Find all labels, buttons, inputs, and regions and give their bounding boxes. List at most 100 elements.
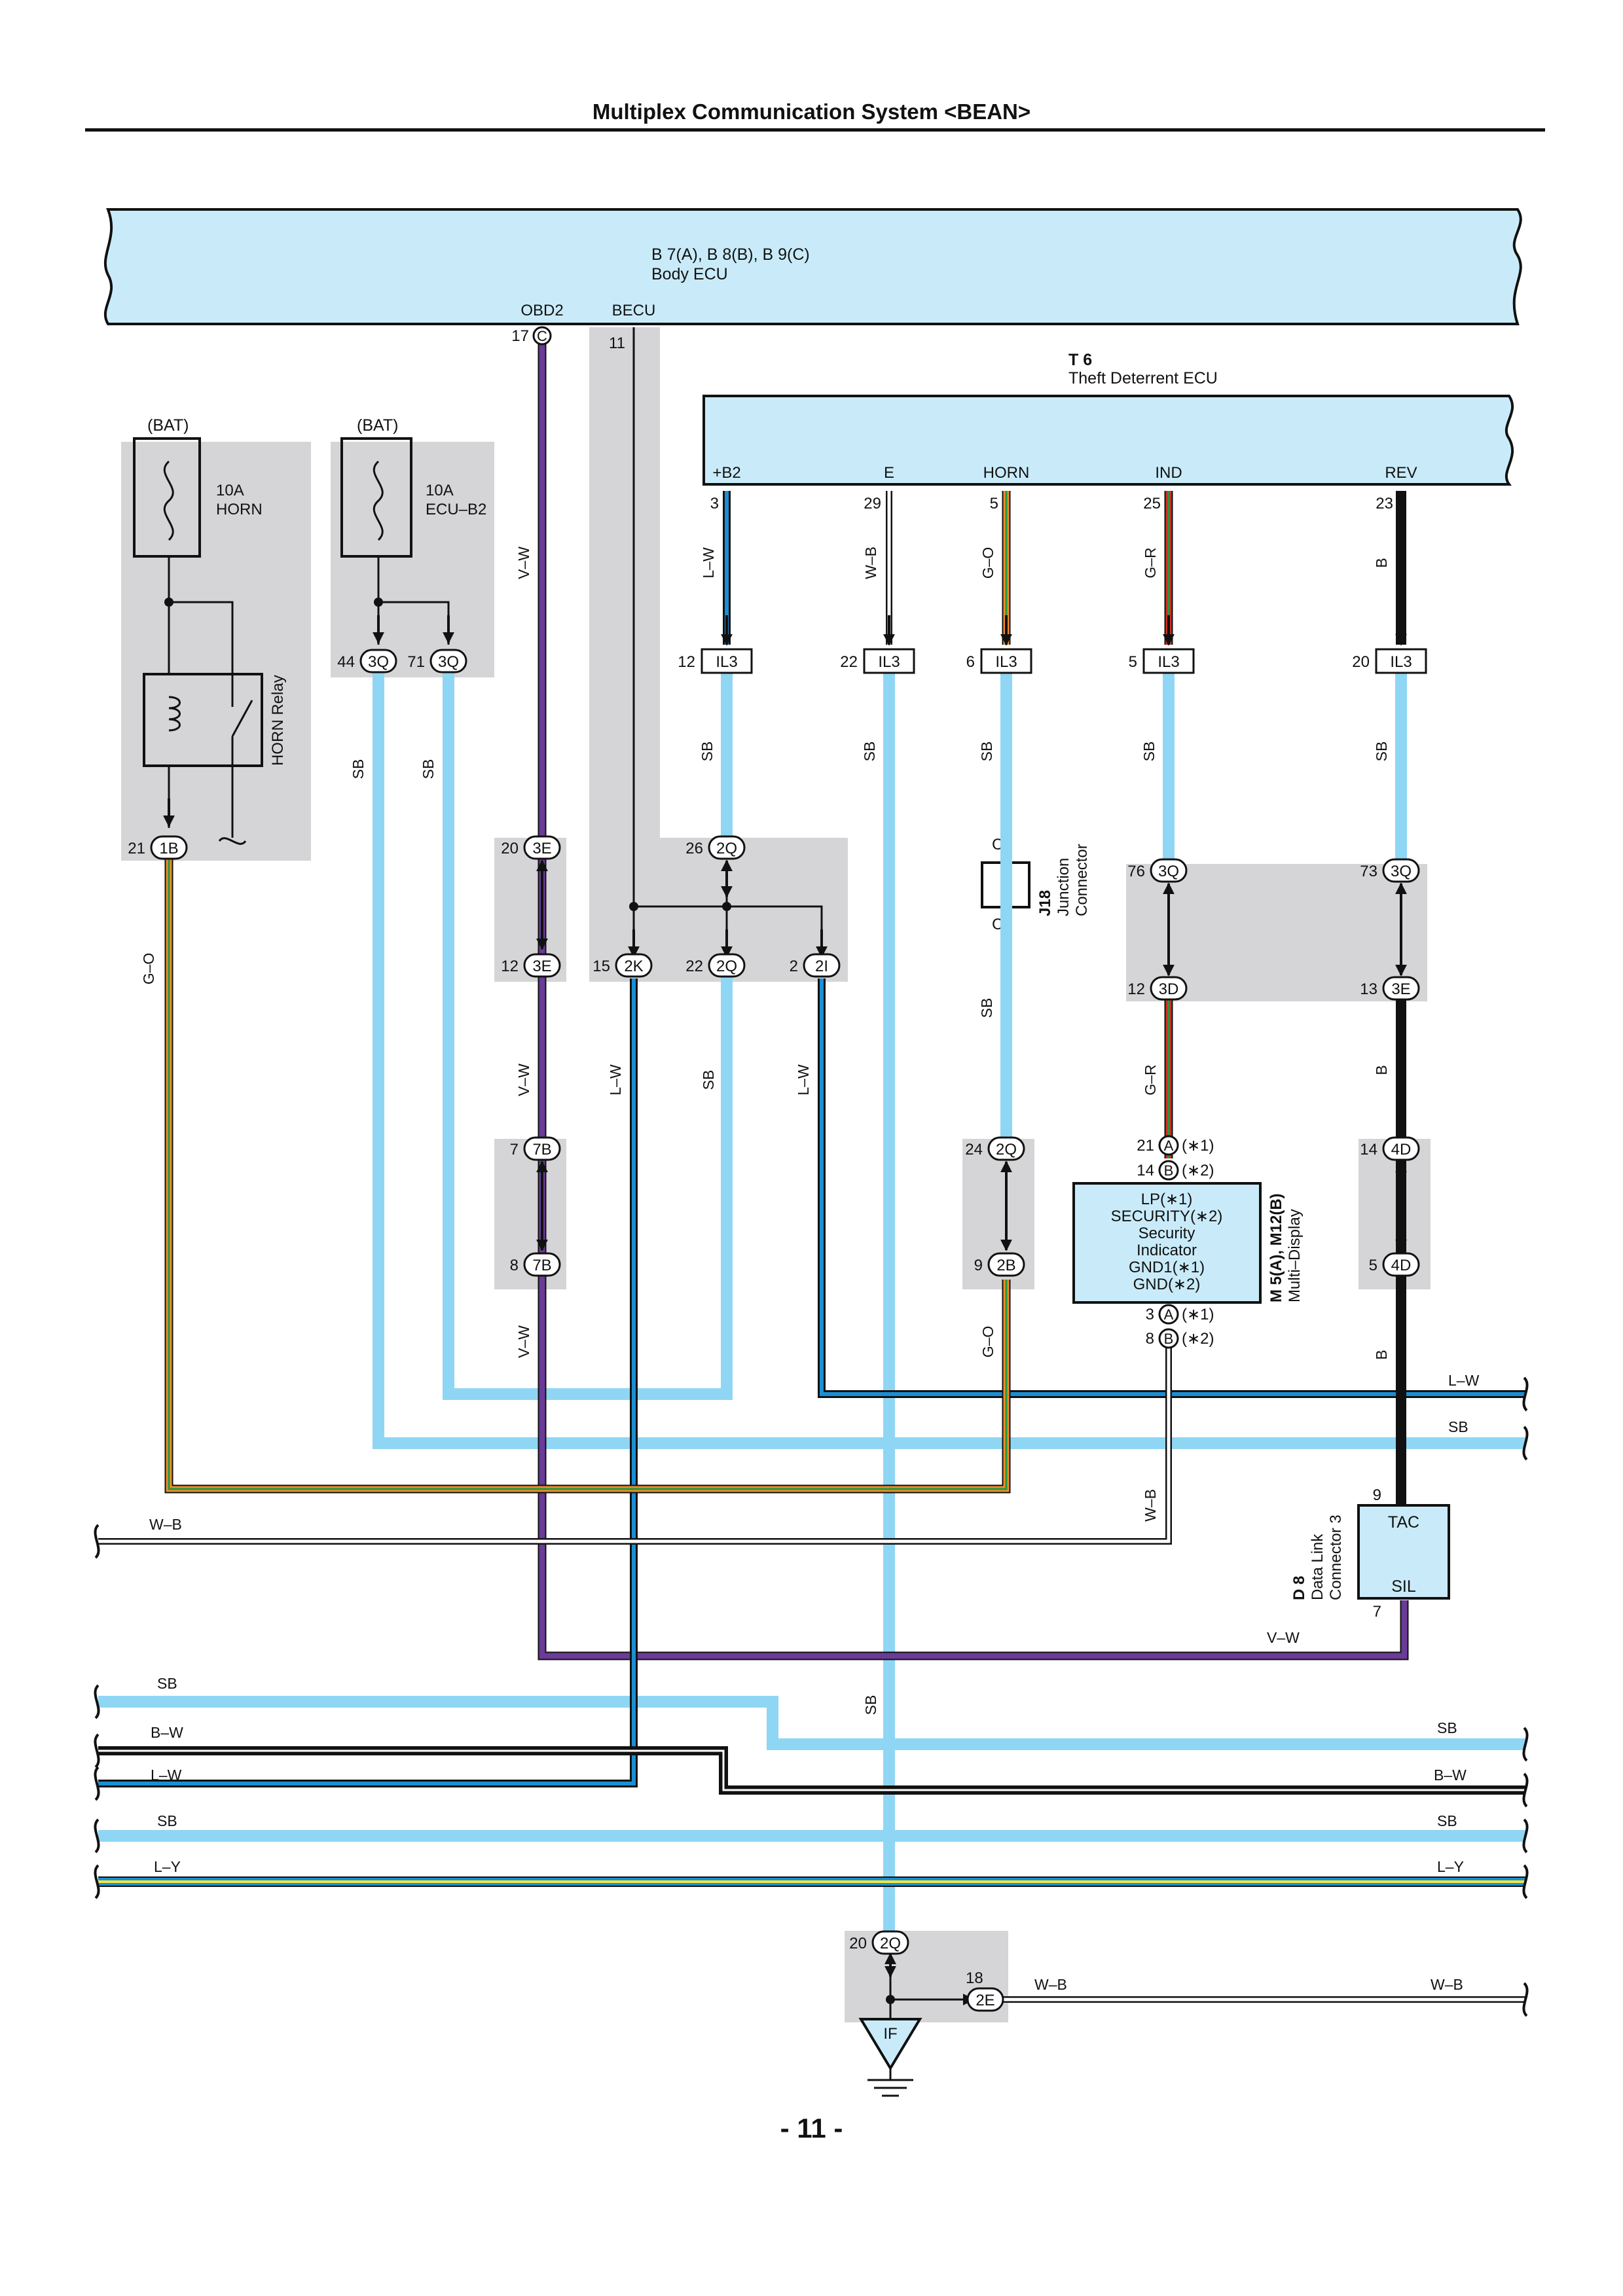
connector-pin: 6 <box>966 653 975 671</box>
ground-label: IF <box>883 2025 897 2043</box>
md-pin-note: (∗1) <box>1182 1306 1214 1323</box>
wire-break-icon <box>94 1818 100 1854</box>
relay-coil-icon <box>168 696 181 732</box>
theft-ecu-name: Theft Deterrent ECU <box>1068 369 1218 387</box>
wire-lw-2k <box>98 978 638 1787</box>
junction-code: J18 <box>1036 890 1054 916</box>
connector-id: 3E <box>1391 980 1410 998</box>
md-line-security2: Security <box>1139 1225 1195 1242</box>
connector-pin: 44 <box>337 653 355 671</box>
dlc-pin-tac: 9 <box>1373 1486 1381 1504</box>
theft-ecu-code: T 6 <box>1068 351 1092 369</box>
body-ecu-name: Body ECU <box>651 265 728 283</box>
fuse-horn-rating: 10A <box>216 482 244 499</box>
connector-id: IL3 <box>1390 653 1412 671</box>
wire-break-icon <box>94 1733 100 1768</box>
ground-symbol-icon <box>867 2068 913 2097</box>
md-line-security: SECURITY(∗2) <box>1111 1208 1223 1225</box>
wire-label: SB <box>978 742 995 762</box>
connector-pin: 5 <box>1129 653 1137 671</box>
connector-pin: 18 <box>966 1969 983 1987</box>
connector-id: 3Q <box>1158 863 1179 880</box>
connector-id: 3E <box>532 840 551 857</box>
connector-il3 <box>701 648 753 674</box>
fuse-ecu-b2-name: ECU–B2 <box>426 501 486 518</box>
wire-vw-obd2 <box>538 344 1409 1660</box>
connector-3q <box>1150 858 1188 883</box>
connector-pin: 22 <box>685 958 703 975</box>
wire-break-icon <box>94 1864 100 1899</box>
connector-il3 <box>1142 648 1195 674</box>
md-pin-note: (∗2) <box>1182 1330 1214 1348</box>
dlc-name2: Connector 3 <box>1327 1515 1345 1600</box>
connector-pin: 13 <box>1360 980 1377 998</box>
wire-label: SB <box>157 1812 177 1829</box>
connector-pin: 7 <box>510 1141 519 1158</box>
theft-ecu-pin: 5 <box>990 495 998 512</box>
connector-pin: 73 <box>1360 863 1377 880</box>
wire-sb-bundle-1 <box>98 1696 1525 1750</box>
fuse-element-icon <box>373 460 384 541</box>
wire-label: G–O <box>979 1326 996 1358</box>
connector-il3 <box>863 648 915 674</box>
connector-pin: 2 <box>790 958 798 975</box>
connector-2q <box>987 1136 1025 1161</box>
md-pin-conn <box>1158 1304 1179 1325</box>
wire-label: L–W <box>700 547 717 579</box>
connector-2q <box>871 1930 909 1955</box>
connector-id: 2Q <box>716 840 737 857</box>
wire-label: L–W <box>795 1064 812 1096</box>
dlc-code: D 8 <box>1290 1576 1308 1600</box>
wire-label: V–W <box>1267 1629 1300 1646</box>
connector-id: 2Q <box>880 1935 901 1952</box>
connector-id: 4D <box>1391 1257 1412 1274</box>
connector-pin: 12 <box>501 958 519 975</box>
theft-ecu-pin: 29 <box>864 495 881 512</box>
md-pin-note: (∗1) <box>1182 1137 1214 1155</box>
terminal-horn: HORN <box>983 464 1030 482</box>
wire-label: W–B <box>1142 1489 1159 1522</box>
wire-go-horn-relay <box>164 854 1011 1494</box>
wire-wb-md <box>98 1338 1172 1545</box>
md-pin-num: 3 <box>1146 1306 1154 1323</box>
theft-ecu-pin: 23 <box>1376 495 1393 512</box>
terminal-becu: BECU <box>612 302 656 319</box>
connector-3q <box>429 649 467 673</box>
wire-label: L–Y <box>1437 1858 1464 1875</box>
dlc-terminal-tac: TAC <box>1388 1513 1419 1532</box>
connector-pin: 14 <box>1360 1141 1377 1158</box>
wire-label: L–W <box>607 1064 624 1096</box>
wire-break-icon <box>1522 1727 1529 1762</box>
connector-id: 2Q <box>996 1141 1017 1158</box>
junction-dot-icon <box>164 598 173 607</box>
wire-label: SB <box>700 1070 717 1090</box>
wire-label: L–Y <box>154 1858 181 1875</box>
wire-label: W–B <box>862 547 879 579</box>
connector-id: 3E <box>532 958 551 975</box>
connector-2q <box>708 953 746 978</box>
connector-layer <box>150 326 1427 2012</box>
body-ecu-code: B 7(A), B 8(B), B 9(C) <box>651 245 810 264</box>
connector-pin: 76 <box>1127 863 1145 880</box>
connector-id: 3Q <box>438 653 459 671</box>
md-line-lp: LP(∗1) <box>1141 1191 1193 1208</box>
connector-2q <box>708 835 746 860</box>
connector-2i <box>803 953 841 978</box>
wire-label: V–W <box>515 1325 532 1358</box>
page-number: - 11 - <box>780 2113 843 2144</box>
terminal-obd2: OBD2 <box>520 302 563 319</box>
wire-break-icon <box>94 1766 100 1801</box>
connector-3e <box>523 835 561 860</box>
connector-pin: 20 <box>849 1935 867 1952</box>
md-pin-conn-id: B <box>1164 1162 1174 1179</box>
wire-label: SB <box>1437 1812 1457 1829</box>
connector-pin: 20 <box>1352 653 1370 671</box>
connector-id: 2K <box>624 958 643 975</box>
connector-pin: 15 <box>593 958 610 975</box>
connector-id: 7B <box>532 1141 551 1158</box>
horn-relay-label: HORN Relay <box>269 675 287 766</box>
connector-4d <box>1382 1252 1420 1277</box>
connector-7b <box>523 1136 561 1161</box>
